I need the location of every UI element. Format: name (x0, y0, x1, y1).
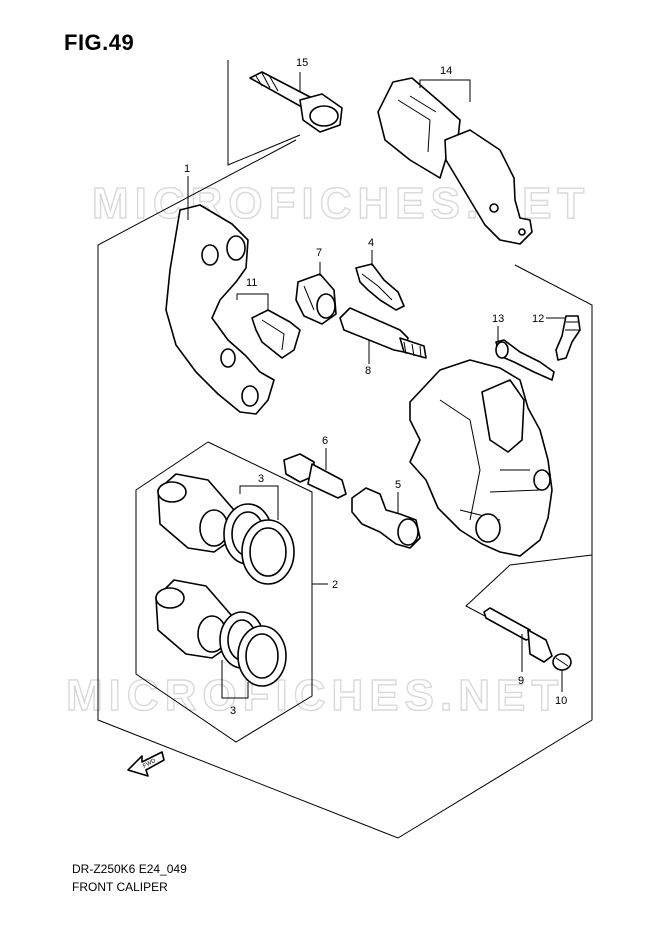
leader-14 (419, 79, 471, 102)
pad-mounting-pin (483, 607, 553, 663)
plug (552, 653, 572, 671)
assembly-frame-bottom-right (465, 554, 593, 641)
callout-10: 10 (555, 695, 567, 707)
pad-spring (355, 263, 405, 311)
brake-pad-set (377, 77, 533, 245)
piston-lower (155, 579, 233, 659)
callout-1: 1 (184, 163, 190, 175)
piston-upper (157, 473, 235, 553)
watermark-bottom: MICROFICHES.NET (66, 671, 564, 720)
callout-8: 8 (365, 365, 371, 377)
figure-title: FIG.49 (64, 30, 135, 55)
pin-boot (295, 273, 337, 325)
piston-seal-lower (219, 611, 287, 687)
callout-3b: 3 (230, 705, 236, 717)
caliper-body (409, 359, 553, 557)
diagram-code: DR-Z250K6 E24_049 (72, 862, 187, 876)
callout-15: 15 (296, 57, 308, 69)
leader-15 (227, 60, 301, 166)
leader-11 (236, 293, 269, 310)
callout-4: 4 (368, 237, 374, 249)
callout-3a: 3 (258, 473, 264, 485)
caliper-pin-short (283, 453, 347, 499)
bleeder-valve (555, 315, 581, 361)
diagram-name: FRONT CALIPER (72, 880, 168, 894)
callout-13: 13 (492, 313, 504, 325)
callout-9: 9 (518, 675, 524, 687)
leader-3b (221, 660, 249, 699)
caliper-bracket (165, 204, 275, 415)
pin-boot-large (351, 487, 421, 549)
forward-direction-arrow: FWD (127, 751, 165, 777)
callout-14: 14 (440, 65, 452, 77)
caliper-pin-long (339, 307, 427, 359)
bleeder-cap (495, 339, 555, 381)
caliper-mounting-bolt (249, 71, 343, 133)
piston-seal-upper (223, 503, 295, 585)
callout-7: 7 (316, 247, 322, 259)
callout-12: 12 (532, 313, 544, 325)
callout-6: 6 (322, 435, 328, 447)
bracket-spring (251, 309, 301, 359)
callout-5: 5 (395, 479, 401, 491)
assembly-frame (97, 139, 593, 839)
leader-3a (239, 485, 279, 520)
piston-group-frame (135, 441, 313, 743)
callout-2: 2 (332, 579, 338, 591)
callout-11: 11 (246, 277, 257, 289)
